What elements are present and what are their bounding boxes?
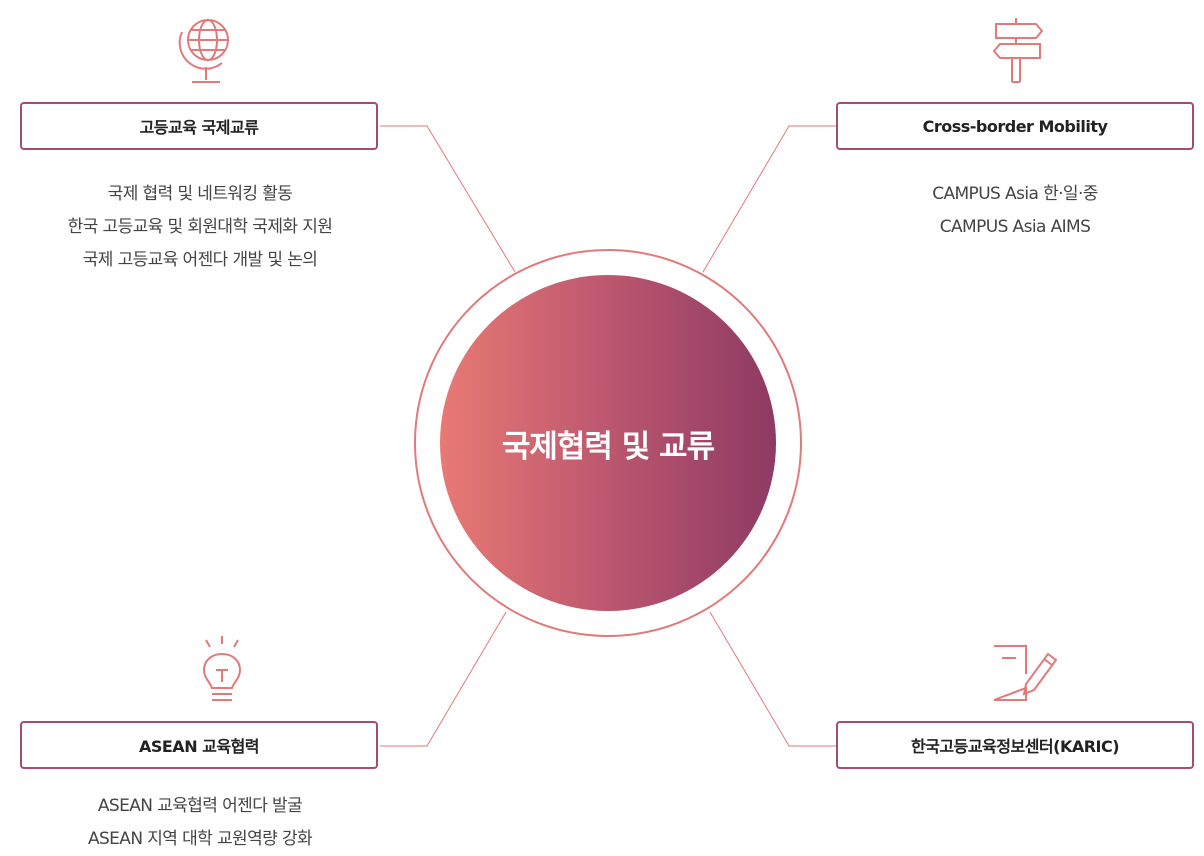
globe-icon	[170, 10, 240, 90]
lightbulb-icon	[196, 634, 248, 714]
document-pen-icon	[990, 644, 1062, 704]
node-description: ASEAN 교육협력 어젠다 발굴 ASEAN 지역 대학 교원역량 강화	[0, 790, 400, 856]
node-description: 국제 협력 및 네트워킹 활동 한국 고등교육 및 회원대학 국제화 지원 국제…	[0, 178, 400, 277]
list-item: CAMPUS Asia AIMS	[939, 217, 1091, 237]
list-item: ASEAN 교육협력 어젠다 발굴	[97, 796, 303, 816]
node-title: 한국고등교육정보센터(KARIC)	[910, 737, 1120, 756]
node-box-asean-cooperation: ASEAN 교육협력	[20, 721, 378, 769]
list-item: ASEAN 지역 대학 교원역량 강화	[87, 829, 313, 849]
connector-top-left	[380, 125, 516, 273]
node-box-karic: 한국고등교육정보센터(KARIC)	[836, 721, 1194, 769]
node-title: ASEAN 교육협력	[138, 737, 260, 756]
list-item: 국제 고등교육 어젠다 개발 및 논의	[82, 250, 318, 270]
node-description: CAMPUS Asia 한·일·중 CAMPUS Asia AIMS	[815, 178, 1204, 244]
center-title: 국제협력 및 교류	[501, 428, 715, 465]
node-title: Cross-border Mobility	[922, 116, 1108, 136]
list-item: CAMPUS Asia 한·일·중	[932, 184, 1098, 204]
node-box-cross-border-mobility: Cross-border Mobility	[836, 102, 1194, 150]
connector-bottom-right	[709, 611, 836, 747]
list-item: 국제 협력 및 네트워킹 활동	[107, 184, 293, 204]
list-item: 한국 고등교육 및 회원대학 국제화 지원	[67, 217, 333, 237]
node-box-international-exchange: 고등교육 국제교류	[20, 102, 378, 150]
connector-bottom-left	[380, 611, 507, 747]
center-circle: 국제협력 및 교류	[440, 275, 776, 611]
node-title: 고등교육 국제교류	[139, 118, 259, 137]
connector-top-right	[702, 125, 836, 273]
signpost-icon	[988, 14, 1048, 84]
